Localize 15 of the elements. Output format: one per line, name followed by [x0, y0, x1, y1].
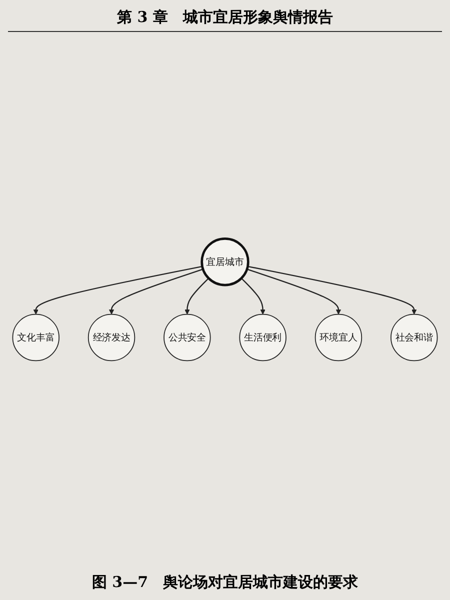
figure-caption: 图 3—7 舆论场对宜居城市建设的要求 — [92, 573, 358, 592]
arrow — [248, 266, 417, 314]
arrow — [240, 278, 266, 314]
arrow — [246, 268, 342, 314]
node-circle: 文化丰富 — [12, 314, 60, 361]
running-header: 第 3 章 城市宜居形象舆情报告 — [8, 8, 442, 32]
arrow — [184, 278, 210, 314]
node-circle: 社会和谐 — [390, 314, 438, 361]
node-circle: 环境宜人 — [314, 314, 362, 361]
node-circle: 宜居城市 — [200, 237, 250, 286]
node-circle: 公共安全 — [164, 314, 211, 361]
arrow — [108, 268, 204, 314]
arrow — [33, 266, 202, 314]
node-circle: 生活便利 — [239, 314, 286, 361]
node-circle: 经济发达 — [88, 314, 136, 361]
